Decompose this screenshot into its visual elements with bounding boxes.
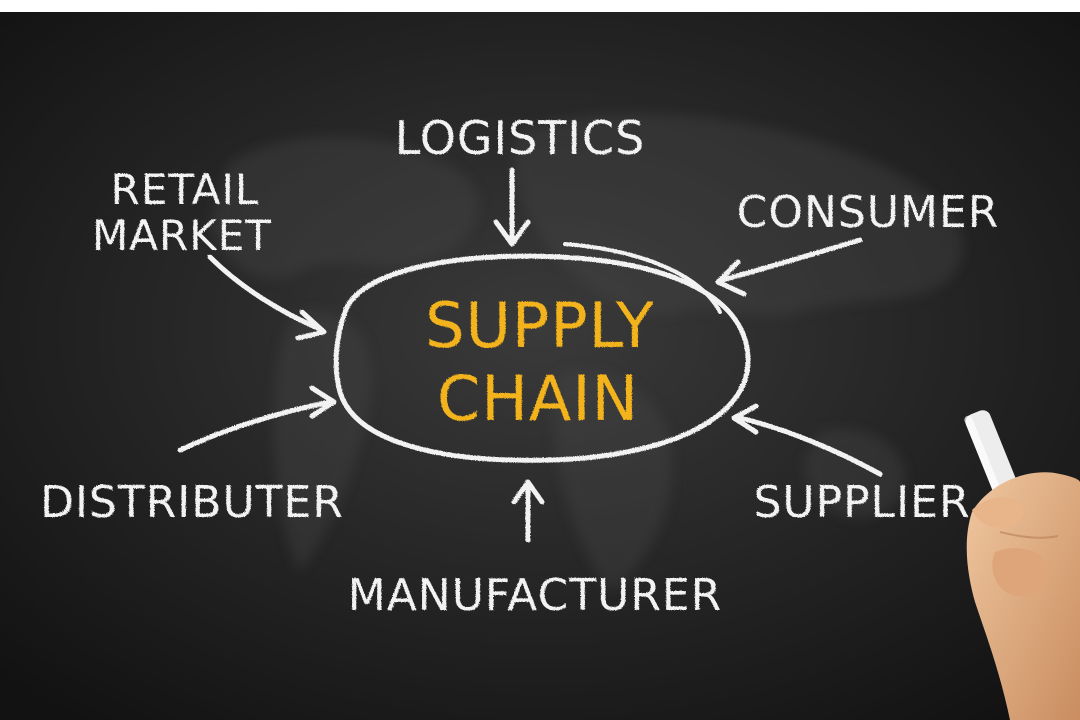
arrow-supplier xyxy=(731,403,883,477)
hand-holding-chalk xyxy=(964,410,1080,720)
label-consumer: CONSUMER xyxy=(737,187,1000,238)
chalk-drawings xyxy=(177,167,883,543)
knuckle-line xyxy=(999,531,1059,539)
label-logistics: LOGISTICS xyxy=(395,111,646,165)
arrow-retail-market xyxy=(207,254,327,341)
chalk-labels: LOGISTICS RETAIL MARKET CONSUMER DISTRIB… xyxy=(40,111,1000,621)
arrow-distributer xyxy=(177,385,337,453)
label-manufacturer: MANUFACTURER xyxy=(348,570,723,621)
ellipse-overstroke xyxy=(563,242,722,314)
label-retail-line1: RETAIL xyxy=(111,165,260,214)
arrow-consumer xyxy=(715,237,863,297)
label-retail-line2: MARKET xyxy=(92,211,272,260)
finger xyxy=(972,497,1024,528)
center-title: SUPPLY CHAIN xyxy=(425,289,655,435)
arrow-manufacturer xyxy=(511,479,545,543)
center-title-line1: SUPPLY xyxy=(425,289,655,362)
center-ellipse xyxy=(333,253,751,463)
chalkboard: LOGISTICS RETAIL MARKET CONSUMER DISTRIB… xyxy=(0,12,1080,720)
chalk-stick xyxy=(964,410,1020,502)
label-distributer: DISTRIBUTER xyxy=(40,477,344,528)
arrow-logistics xyxy=(493,167,531,247)
world-map-smudge xyxy=(210,113,964,592)
chalkboard-illustration: LOGISTICS RETAIL MARKET CONSUMER DISTRIB… xyxy=(0,12,1080,720)
center-title-line2: CHAIN xyxy=(437,362,639,435)
thumb xyxy=(992,548,1051,597)
label-supplier: SUPPLIER xyxy=(753,477,970,528)
